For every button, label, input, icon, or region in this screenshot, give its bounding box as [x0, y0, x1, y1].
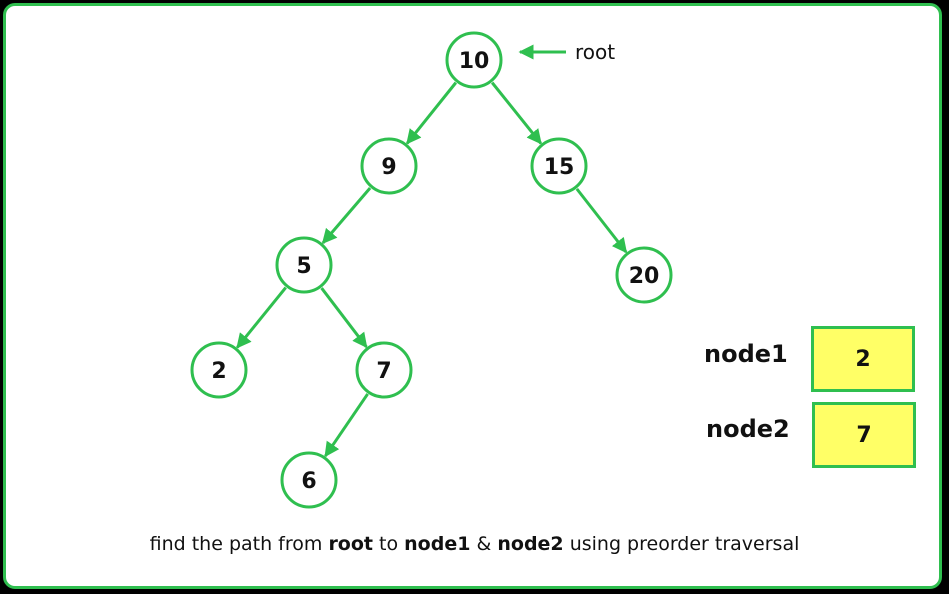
- tree-node-2: 2: [190, 341, 248, 399]
- caption-text-2: to: [373, 533, 405, 555]
- tree-node-circle: [355, 341, 413, 399]
- tree-node-circle: [445, 31, 503, 89]
- node1-value-box: 2: [811, 326, 915, 392]
- tree-node-circle: [360, 137, 418, 195]
- tree-node-value: 10: [459, 49, 490, 74]
- tree-node-7: 7: [355, 341, 413, 399]
- tree-node-value: 15: [544, 155, 575, 180]
- tree-node-9: 9: [360, 137, 418, 195]
- caption: find the path from root to node1 & node2…: [0, 533, 949, 555]
- caption-text-1: find the path from: [149, 533, 329, 555]
- tree-edge-5-2: [236, 286, 287, 349]
- tree-node-value: 9: [381, 155, 396, 180]
- tree-edge-7-6: [324, 393, 369, 458]
- diagram-card: [3, 3, 942, 589]
- tree-node-circle: [280, 451, 338, 509]
- tree-node-10: 10: [445, 31, 503, 89]
- tree-edge-10-15: [490, 81, 543, 145]
- tree-node-value: 5: [296, 254, 311, 279]
- tree-node-circle: [530, 137, 588, 195]
- caption-text-4: using preorder traversal: [563, 533, 800, 555]
- node1-label: node1: [704, 340, 788, 368]
- tree-edge-5-7: [320, 287, 368, 349]
- tree-node-circle: [190, 341, 248, 399]
- node2-label: node2: [706, 415, 790, 443]
- tree-edge-15-20: [575, 187, 628, 254]
- tree-node-circle: [275, 236, 333, 294]
- tree-nodes: 10 9 15 5 20 2 7 6: [190, 31, 673, 509]
- tree-node-5: 5: [275, 236, 333, 294]
- tree-edges: [236, 81, 628, 458]
- tree-node-value: 2: [211, 359, 226, 384]
- tree-node-value: 20: [629, 264, 660, 289]
- tree-node-15: 15: [530, 137, 588, 195]
- node2-value-box: 7: [812, 402, 916, 468]
- root-label: root: [575, 40, 615, 64]
- caption-node2: node2: [497, 533, 564, 555]
- caption-text-3: &: [470, 533, 498, 555]
- caption-node1: node1: [404, 533, 471, 555]
- tree-node-circle: [615, 246, 673, 304]
- tree-node-value: 6: [301, 469, 316, 494]
- tree-node-20: 20: [615, 246, 673, 304]
- caption-root: root: [328, 533, 373, 555]
- tree-node-6: 6: [280, 451, 338, 509]
- tree-node-value: 7: [376, 359, 391, 384]
- tree-edge-10-9: [405, 81, 458, 145]
- tree-edge-9-5: [321, 187, 372, 245]
